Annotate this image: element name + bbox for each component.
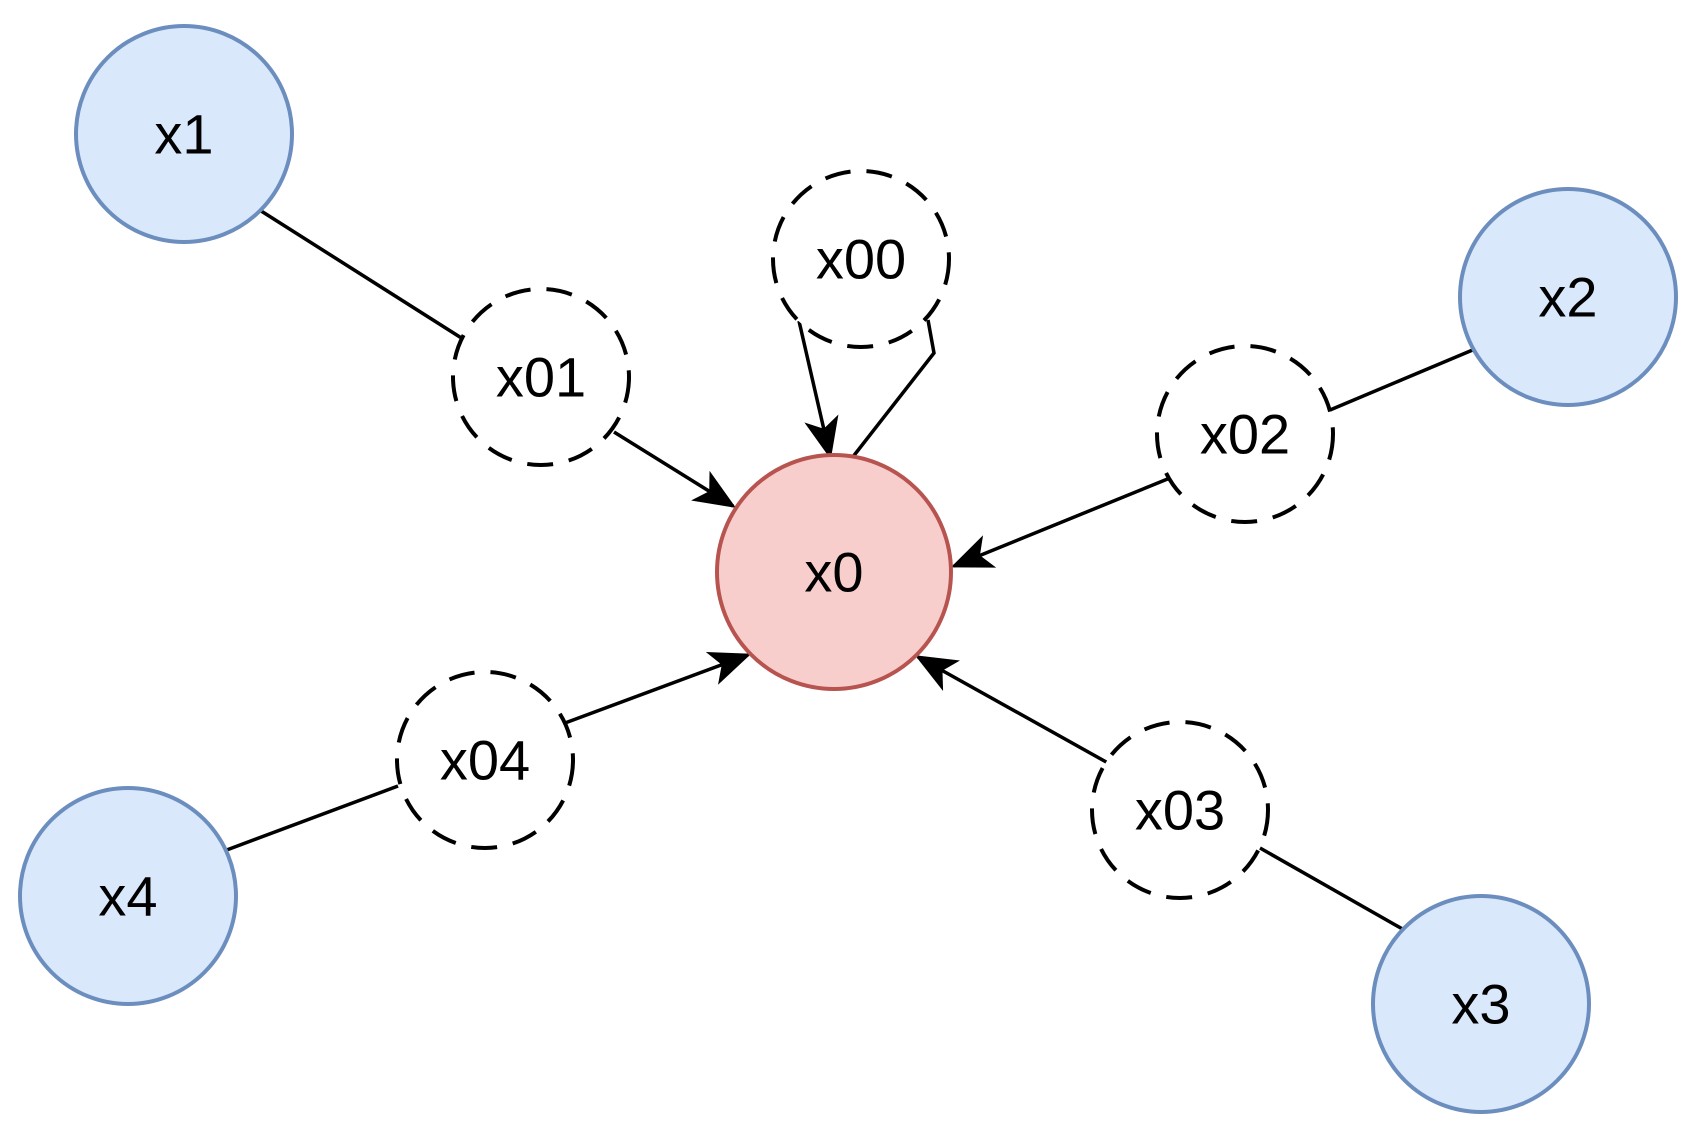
factor-x04: x04 [395,670,575,850]
node-x1-label: x1 [154,103,213,166]
edge-x1-x01 [257,207,464,341]
factor-x04-circle [395,670,575,850]
node-x2: x2 [1458,187,1678,407]
factor-x03: x03 [1090,720,1270,900]
factor-x04-label: x04 [440,729,530,792]
factor-x03-circle [1090,720,1270,900]
node-x4: x4 [18,786,238,1006]
node-x4-circle [18,786,238,1006]
node-x3-circle [1371,894,1591,1114]
node-x3: x3 [1371,894,1591,1114]
factor-x02: x02 [1155,344,1335,524]
node-x1: x1 [74,24,294,244]
node-x0: x0 [715,453,953,691]
factor-x03-label: x03 [1135,779,1225,842]
factor-x00: x00 [771,169,951,349]
edge-x2-x02 [1329,347,1476,412]
edges [223,207,1476,933]
edge-x0-x00 [850,319,936,460]
edge-x01-x0 [613,430,736,508]
node-x2-label: x2 [1538,266,1597,329]
factor-x02-circle [1155,344,1335,524]
edge-x4-x04 [223,784,399,853]
factor-x00-label: x00 [816,228,906,291]
node-x4-label: x4 [98,865,157,928]
node-x1-circle [74,24,294,244]
node-x3-label: x3 [1451,973,1510,1036]
edge-x02-x0 [950,476,1171,568]
edge-x03-x0 [914,655,1109,765]
node-x2-circle [1458,187,1678,407]
factor-x02-label: x02 [1200,403,1290,466]
node-x0-label: x0 [804,541,863,604]
factor-x01-circle [451,287,631,467]
factor-x00-circle [771,169,951,349]
factor-x01: x01 [451,287,631,467]
factor-x01-label: x01 [496,346,586,409]
node-x0-circle [715,453,953,691]
edge-x3-x03 [1259,846,1407,933]
edge-x04-x0 [564,652,752,725]
edge-x00-x0 [797,320,839,460]
